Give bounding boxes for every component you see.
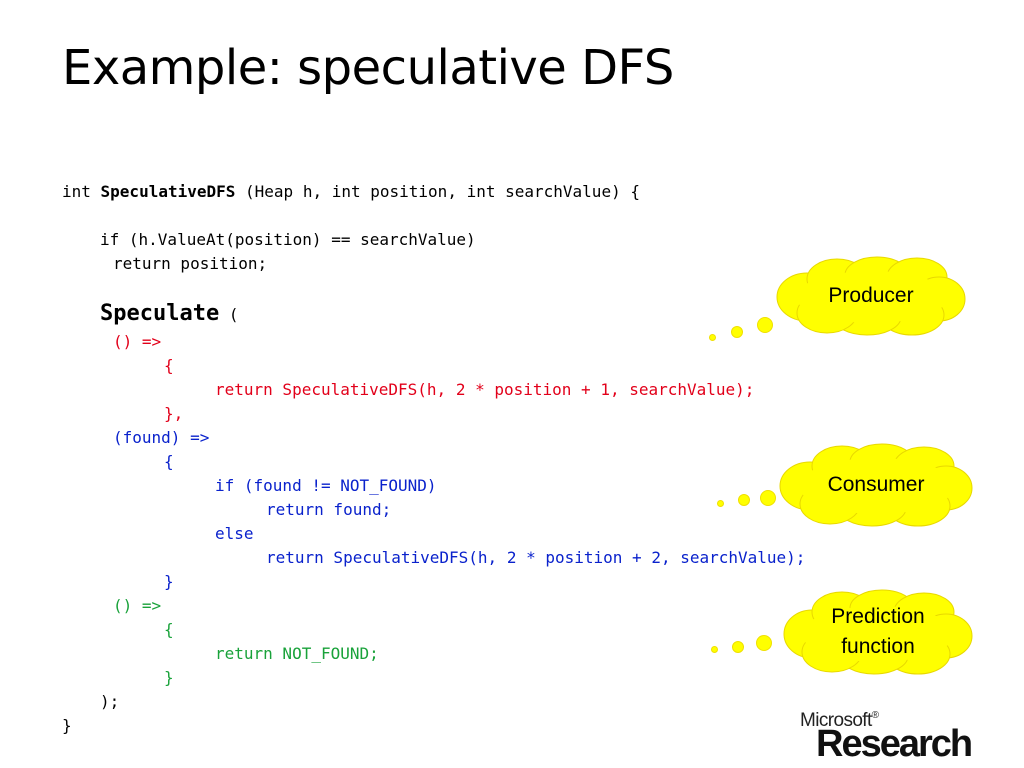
- registered-mark: ®: [871, 710, 879, 721]
- logo-company-text: Microsoft: [800, 710, 872, 731]
- code-line: }: [62, 716, 72, 735]
- code-token: (: [219, 305, 239, 324]
- code-line-speculate: Speculate (: [100, 302, 238, 326]
- prediction-label-line: function: [841, 635, 915, 658]
- logo-division: Research: [816, 723, 973, 765]
- prediction-label-line: Prediction: [831, 605, 925, 628]
- code-line: return found;: [266, 500, 392, 519]
- consumer-callout: Consumer: [779, 443, 973, 527]
- thought-dot: [738, 494, 750, 506]
- slide-title: Example: speculative DFS: [62, 40, 674, 96]
- code-line: {: [164, 356, 174, 375]
- producer-callout: Producer: [776, 256, 966, 336]
- cloud-shape: [776, 256, 966, 336]
- producer-label: Producer: [828, 284, 914, 307]
- code-line: return SpeculativeDFS(h, 2 * position + …: [266, 548, 806, 567]
- thought-dot: [760, 490, 776, 506]
- code-line: return NOT_FOUND;: [215, 644, 379, 663]
- speculate-keyword: Speculate: [100, 301, 220, 326]
- thought-dot: [717, 500, 724, 507]
- code-line: () =>: [113, 596, 162, 615]
- thought-dot: [709, 334, 716, 341]
- code-line: if (found != NOT_FOUND): [215, 476, 437, 495]
- logo-company: Microsoft®: [800, 710, 879, 732]
- code-line: {: [164, 452, 174, 471]
- code-line: },: [164, 404, 184, 423]
- code-line: if (h.ValueAt(position) == searchValue): [100, 230, 476, 249]
- code-line: return position;: [113, 254, 268, 273]
- code-token: (Heap h, int position, int searchValue) …: [235, 182, 640, 201]
- code-token: int: [62, 182, 101, 201]
- code-line-signature: int SpeculativeDFS (Heap h, int position…: [62, 180, 640, 204]
- code-line: (found) =>: [113, 428, 210, 447]
- thought-dot: [732, 641, 744, 653]
- code-line: return SpeculativeDFS(h, 2 * position + …: [215, 380, 755, 399]
- prediction-function-callout: Prediction function: [783, 589, 973, 675]
- thought-dot: [731, 326, 743, 338]
- code-line: () =>: [113, 332, 162, 351]
- cloud-shape: [783, 589, 973, 675]
- thought-dot: [756, 635, 772, 651]
- thought-dot: [711, 646, 718, 653]
- code-line: {: [164, 620, 174, 639]
- code-line: );: [100, 692, 120, 711]
- code-line: }: [164, 668, 174, 687]
- microsoft-research-logo: Microsoft® Research: [800, 710, 1000, 765]
- cloud-shape: [779, 443, 973, 527]
- prediction-function-label: Prediction function: [784, 590, 972, 674]
- consumer-label: Consumer: [827, 473, 925, 496]
- thought-dot: [757, 317, 773, 333]
- code-line: }: [164, 572, 174, 591]
- function-name: SpeculativeDFS: [100, 182, 236, 201]
- code-line: else: [215, 524, 254, 543]
